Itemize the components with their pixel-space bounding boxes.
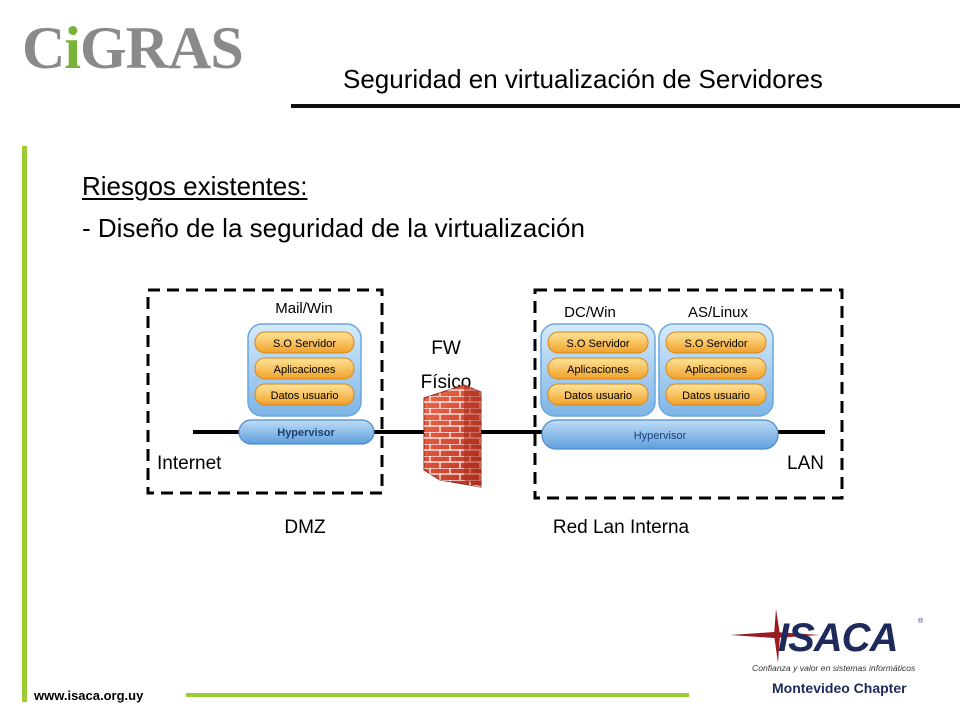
layer-pill: [254, 357, 355, 380]
layer-pill: [665, 331, 767, 354]
isaca-star-icon: [730, 609, 820, 663]
lan-server-stack-dc: S.O Servidor Aplicaciones Datos usuario: [540, 323, 656, 417]
isaca-logo: ISACA ® Confianza y valor en sistemas in…: [730, 609, 924, 696]
dmz-hypervisor-label: Hypervisor: [277, 427, 335, 439]
left-accent-bar: [22, 146, 27, 702]
lan-server-stack-as: S.O Servidor Aplicaciones Datos usuario: [658, 323, 774, 417]
dmz-server-stack: S.O Servidor Aplicaciones Datos usuario: [247, 323, 362, 417]
lan-zone-label: Red Lan Interna: [553, 517, 690, 538]
cigras-logo-text: CiGRAS: [22, 15, 244, 81]
layer-pill: [547, 331, 649, 354]
lan-server-name: DC/Win: [564, 304, 616, 321]
lan-zone: [533, 288, 844, 500]
layer-pill: [665, 357, 767, 380]
isaca-chapter: Montevideo Chapter: [772, 680, 907, 696]
lan-hypervisor: [541, 419, 779, 450]
layer-pill: [254, 383, 355, 406]
layer-label: Aplicaciones: [274, 364, 336, 376]
layer-pill: [665, 383, 767, 406]
firewall-icon: [423, 384, 482, 488]
layer-pill: [547, 383, 649, 406]
layer-label: Datos usuario: [271, 390, 339, 402]
isaca-logo-name: ISACA: [778, 616, 897, 660]
bottom-accent-rule: [186, 693, 689, 697]
lan-hypervisor-label: Hypervisor: [634, 430, 687, 442]
risk-item: - Diseño de la seguridad de la virtualiz…: [82, 213, 585, 243]
firewall-label-line1: FW: [431, 338, 461, 359]
page-title: Seguridad en virtualización de Servidore…: [343, 64, 823, 94]
title-underline: [291, 104, 960, 108]
layer-pill: [254, 331, 355, 354]
layer-label: Datos usuario: [564, 390, 632, 402]
internet-label: Internet: [157, 453, 222, 474]
isaca-tagline: Confianza y valor en sistemas informátic…: [752, 663, 916, 673]
layer-label: Aplicaciones: [567, 364, 629, 376]
dmz-zone: [146, 288, 384, 495]
layer-label: Aplicaciones: [685, 364, 747, 376]
cigras-logo: CiGRAS: [22, 15, 244, 81]
registered-mark-icon: ®: [918, 617, 924, 625]
layer-label: S.O Servidor: [273, 338, 336, 350]
dmz-hypervisor: [238, 419, 375, 445]
lan-label: LAN: [787, 453, 824, 474]
layer-label: S.O Servidor: [567, 338, 630, 350]
lan-server-name: AS/Linux: [688, 304, 749, 321]
dmz-server-name: Mail/Win: [275, 300, 333, 317]
risks-heading: Riesgos existentes:: [82, 171, 308, 201]
layer-label: S.O Servidor: [685, 338, 748, 350]
layer-label: Datos usuario: [682, 390, 750, 402]
dmz-label: DMZ: [284, 517, 326, 538]
footer-url: www.isaca.org.uy: [34, 688, 144, 703]
layer-pill: [547, 357, 649, 380]
